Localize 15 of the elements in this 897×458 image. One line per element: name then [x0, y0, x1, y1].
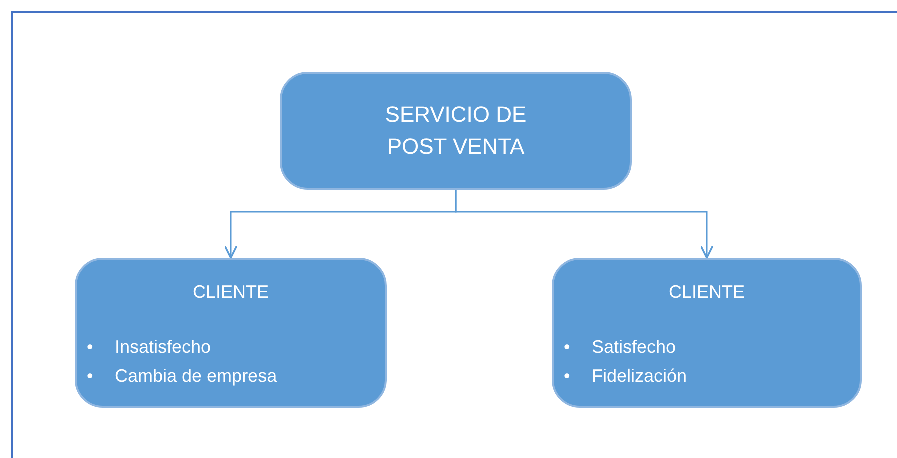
bullet-marker: • [564, 365, 572, 388]
box-heading: CLIENTE [192, 282, 270, 303]
bullet-marker: • [564, 336, 572, 359]
box-heading: CLIENTE [668, 282, 746, 303]
rounded-box [75, 258, 387, 408]
rounded-box [552, 258, 862, 408]
bullet-item: Insatisfecho [115, 336, 212, 359]
bullet-marker: • [87, 365, 94, 388]
connector-arrow [455, 190, 714, 259]
box-title: SERVICIO DE POST VENTA [384, 101, 528, 161]
bullet-item: Fidelización [592, 365, 688, 388]
bullet-marker: • [87, 336, 94, 359]
bullet-item: Satisfecho [592, 336, 676, 359]
bullet-item: Cambia de empresa [115, 365, 278, 388]
rounded-box [280, 72, 632, 190]
